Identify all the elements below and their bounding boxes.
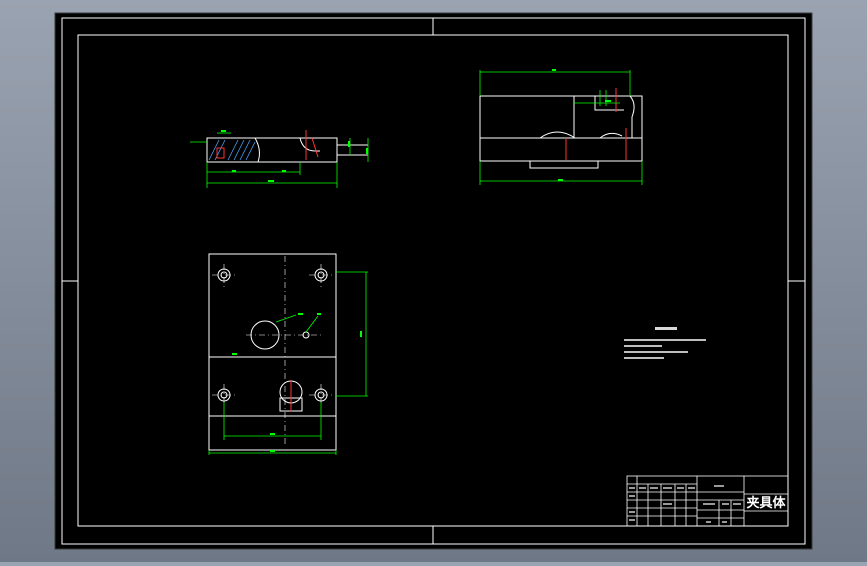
part-name-label: 夹具体 [746, 495, 786, 511]
sheet-border [61, 17, 806, 545]
top-view [208, 253, 368, 455]
drawing-sheet [54, 12, 813, 550]
technical-requirements [624, 327, 706, 359]
title-block: 夹具体 [626, 475, 789, 527]
section-view-front [190, 130, 369, 188]
side-view [479, 69, 643, 185]
